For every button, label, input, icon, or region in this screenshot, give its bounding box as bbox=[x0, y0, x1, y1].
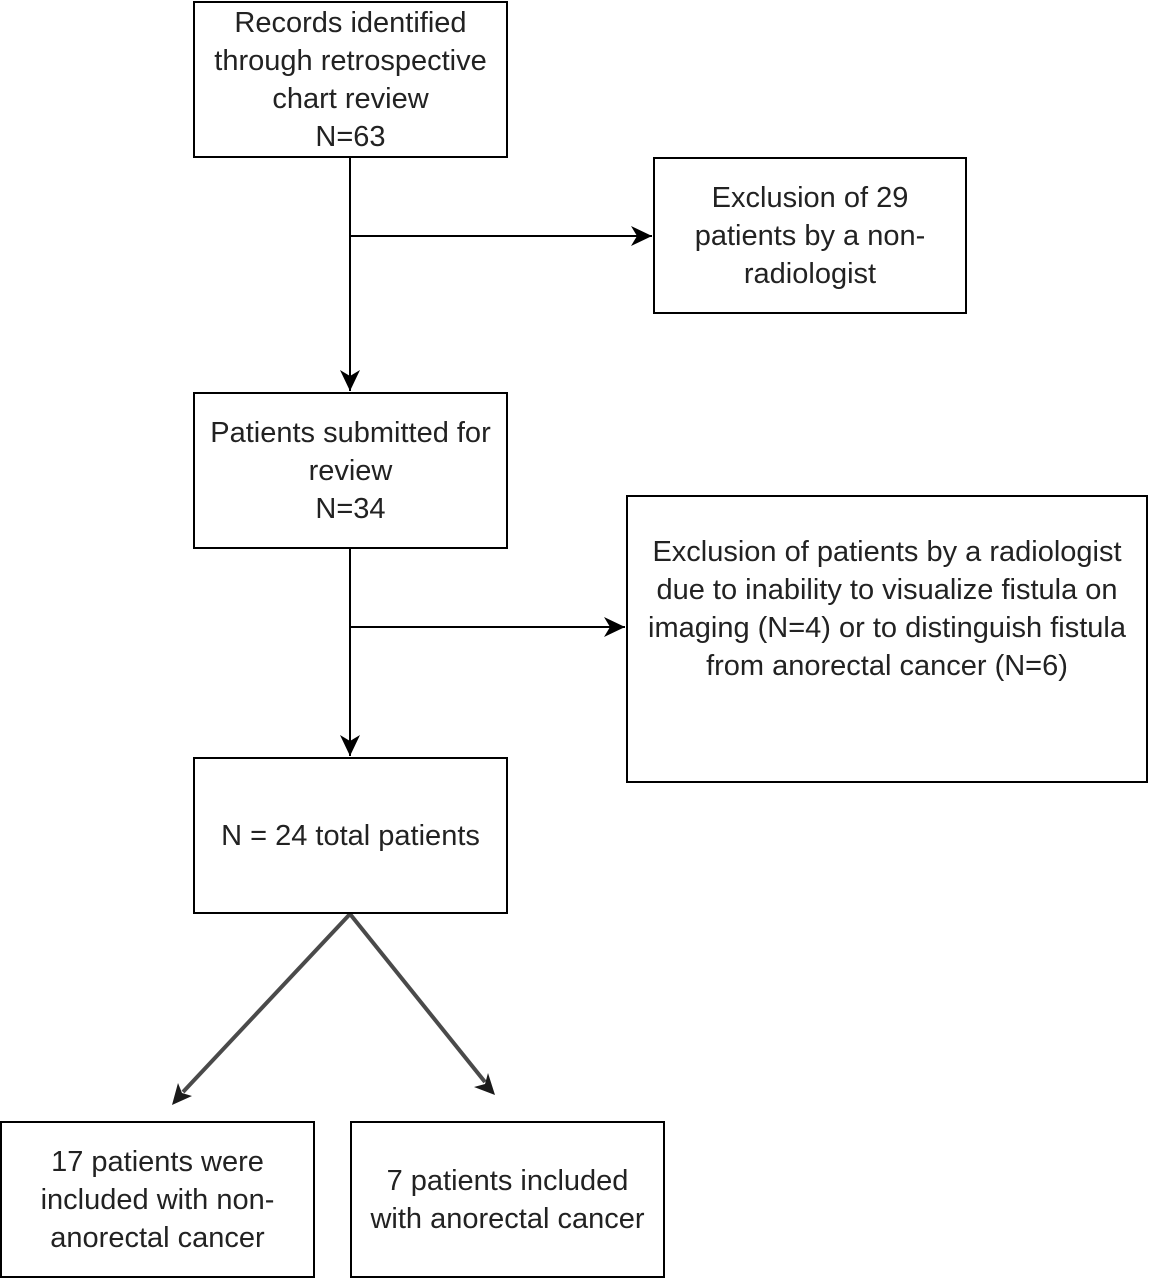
arrow-total-to-non-anorectal bbox=[181, 912, 352, 1094]
arrowhead-records-to-submitted bbox=[340, 370, 360, 391]
arrowhead-submitted-to-total bbox=[340, 735, 360, 756]
exclusion-radiologist-box: Exclusion of patients by a radiologist d… bbox=[626, 495, 1148, 783]
non-anorectal-group-box: 17 patients were included with non- anor… bbox=[0, 1121, 315, 1278]
exclusion-radiologist-text: Exclusion of patients by a radiologist d… bbox=[648, 536, 1126, 682]
exclusion-non-radiologist-box: Exclusion of 29 patients by a non- radio… bbox=[653, 157, 967, 314]
non-anorectal-group-text: 17 patients were included with non- anor… bbox=[40, 1145, 275, 1254]
arrow-total-to-anorectal bbox=[348, 912, 487, 1084]
anorectal-group-box: 7 patients included with anorectal cance… bbox=[350, 1121, 665, 1278]
arrowhead-submitted-to-exclusion bbox=[604, 617, 625, 637]
total-patients-box: N = 24 total patients bbox=[193, 757, 508, 914]
records-identified-text: Records identified through retrospective… bbox=[214, 6, 487, 153]
arrowhead-total-to-anorectal bbox=[474, 1073, 495, 1095]
exclusion-non-radiologist-text: Exclusion of 29 patients by a non- radio… bbox=[694, 181, 926, 290]
patients-submitted-box: Patients submitted for review N=34 bbox=[193, 392, 508, 549]
arrowhead-total-to-non-anorectal bbox=[172, 1083, 192, 1105]
total-patients-text: N = 24 total patients bbox=[221, 819, 480, 852]
arrowhead-records-to-exclusion bbox=[631, 226, 652, 246]
patients-submitted-text: Patients submitted for review N=34 bbox=[210, 416, 491, 525]
records-identified-box: Records identified through retrospective… bbox=[193, 1, 508, 158]
anorectal-group-text: 7 patients included with anorectal cance… bbox=[370, 1164, 645, 1235]
